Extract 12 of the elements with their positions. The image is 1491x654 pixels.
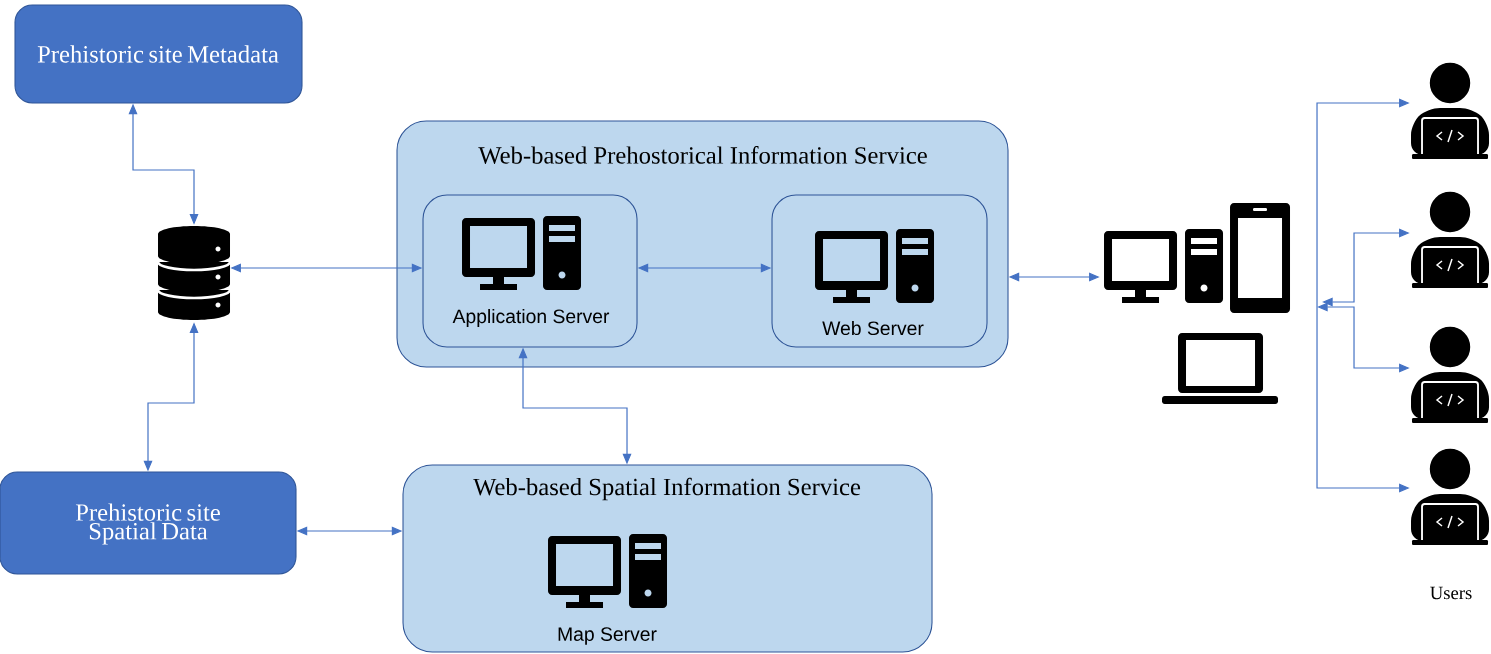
database-icon <box>156 226 232 320</box>
client-devices-icon <box>1104 203 1290 404</box>
user-icon <box>1411 61 1489 159</box>
user-icon <box>1411 190 1489 288</box>
data-box: Prehistoric site Spatial Data <box>0 471 297 575</box>
server-box: Web Server <box>771 194 988 348</box>
service-box: Web-based Spatial Information Service Map Server <box>402 464 933 653</box>
data-box: Prehistoric site Metadata <box>14 4 303 104</box>
user-icon <box>1411 325 1489 423</box>
server-box: Application Server <box>422 194 638 348</box>
user-icon <box>1411 447 1489 545</box>
caption-text: Users <box>1430 586 1472 600</box>
